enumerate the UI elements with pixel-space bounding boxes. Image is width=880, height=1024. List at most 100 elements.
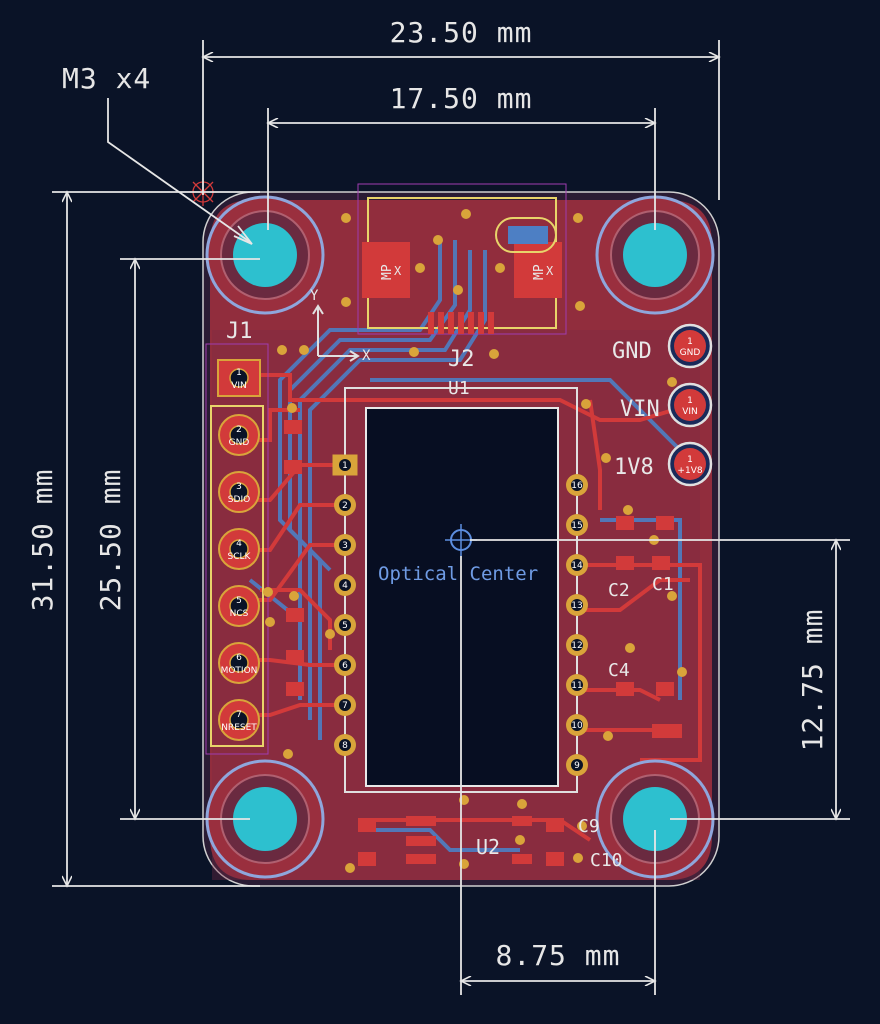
u2-designator: U2 [476, 835, 500, 859]
u1-pin-number: 10 [571, 721, 583, 731]
test-point-number: 1 [687, 396, 693, 406]
j1-pin-name: SCLK [228, 552, 252, 562]
u1-pin-number: 6 [342, 661, 348, 671]
j1-pin-number: 6 [236, 653, 242, 663]
u1-pin-right: 15 [566, 514, 588, 536]
dim-height-outer: 31.50 mm [26, 469, 59, 612]
u1-pin-left: 4 [334, 574, 356, 596]
mount-hole-bl [205, 759, 325, 879]
mp-label-right: MP [532, 264, 547, 280]
j2-designator: J2 [448, 347, 475, 372]
j2-connector-footprint: MP X MP X [357, 183, 567, 335]
mount-hole-tl [205, 195, 325, 315]
u1-pin-left: 3 [334, 534, 356, 556]
axis-y-label: Y [310, 288, 319, 304]
c10-silk: C10 [590, 850, 623, 871]
u1-right-pins: 16 15 14 13 12 11 10 9 [566, 474, 588, 776]
u1-pin-right: 9 [566, 754, 588, 776]
j1-pin-number: 2 [236, 425, 242, 435]
axis-indicator [312, 304, 360, 362]
u1-designator: U1 [448, 378, 470, 399]
gnd-silk: GND [612, 339, 652, 364]
dim-width-holes: 17.50 mm [390, 82, 533, 115]
x-label-left: X [394, 264, 402, 278]
passives [284, 420, 682, 866]
axis-x-label: X [362, 348, 371, 364]
u1-pin-number: 3 [342, 541, 348, 551]
j1-pin-number: 7 [236, 710, 242, 720]
u1-pin-number: 9 [574, 761, 580, 771]
j1-pin-number: 4 [236, 539, 242, 549]
u1-pin-number: 14 [571, 561, 583, 571]
dim-center-horizontal: 8.75 mm [495, 939, 620, 972]
c2-silk: C2 [608, 580, 630, 601]
j1-pin-name: SDIO [228, 495, 250, 505]
u1-pin-right: 12 [566, 634, 588, 656]
dim-height-holes: 25.50 mm [94, 469, 127, 612]
j1-pin-number: 5 [236, 596, 242, 606]
u1-pin-right: 10 [566, 714, 588, 736]
u1-pin-number: 11 [571, 681, 582, 691]
test-point-number: 1 [687, 455, 693, 465]
u1-pin-left: 8 [334, 734, 356, 756]
mp-label-left: MP [380, 264, 395, 280]
u1-pin-right: 14 [566, 554, 588, 576]
u1-pin-number: 2 [342, 501, 348, 511]
j1-designator: J1 [226, 319, 253, 344]
j1-pin-name: NRESET [221, 723, 257, 733]
j1-pin-number: 1 [236, 368, 242, 378]
u1-pin-number: 4 [342, 581, 348, 591]
u1-pin-left: 1 [332, 454, 358, 476]
u1-pin-number: 16 [571, 481, 583, 491]
u1-pin-number: 8 [342, 741, 348, 751]
u1-pin-left: 7 [334, 694, 356, 716]
u1-sensor [344, 387, 578, 793]
dimension-lines [52, 40, 850, 995]
u1-pin-number: 1 [342, 461, 348, 471]
dimension-labels: 23.50 mm 17.50 mm 31.50 mm 25.50 mm 12.7… [26, 16, 829, 972]
mount-hole-callout: M3 x4 [62, 62, 151, 95]
test-point-number: 1 [687, 337, 693, 347]
u1-pin-left: 2 [334, 494, 356, 516]
j1-pin-number: 3 [236, 482, 242, 492]
j1-header [205, 343, 269, 755]
u1-pin-number: 7 [342, 701, 348, 711]
mount-hole-br [595, 759, 715, 879]
j1-pin-name: NCS [230, 609, 249, 619]
j1-pin-name: MOTION [221, 666, 258, 676]
u1-pin-number: 12 [571, 641, 582, 651]
u1-pin-right: 11 [566, 674, 588, 696]
test-point: 1+1V8 [667, 441, 713, 487]
1v8-silk: 1V8 [614, 455, 654, 480]
c9-silk: C9 [578, 816, 600, 837]
vin-silk: VIN [620, 397, 660, 422]
j1-pin-name: VIN [231, 381, 247, 391]
optical-center-label: Optical Center [378, 563, 538, 585]
silkscreen-labels: J1 J2 U1 U2 GND VIN 1V8 C1 C2 C4 C9 C10 … [226, 288, 674, 871]
c1-silk: C1 [652, 574, 674, 595]
x-label-right: X [546, 264, 554, 278]
test-point-name: GND [680, 348, 701, 358]
u1-pin-left: 5 [334, 614, 356, 636]
vias [263, 209, 687, 873]
test-point-name: VIN [682, 407, 698, 417]
u1-pin-number: 13 [571, 601, 582, 611]
u1-pin-number: 5 [342, 621, 348, 631]
u1-pin-left: 6 [334, 654, 356, 676]
dim-width-outer: 23.50 mm [390, 16, 533, 49]
test-point-name: +1V8 [677, 466, 702, 476]
j1-pin-name: GND [229, 438, 250, 448]
u1-pin-right: 16 [566, 474, 588, 496]
